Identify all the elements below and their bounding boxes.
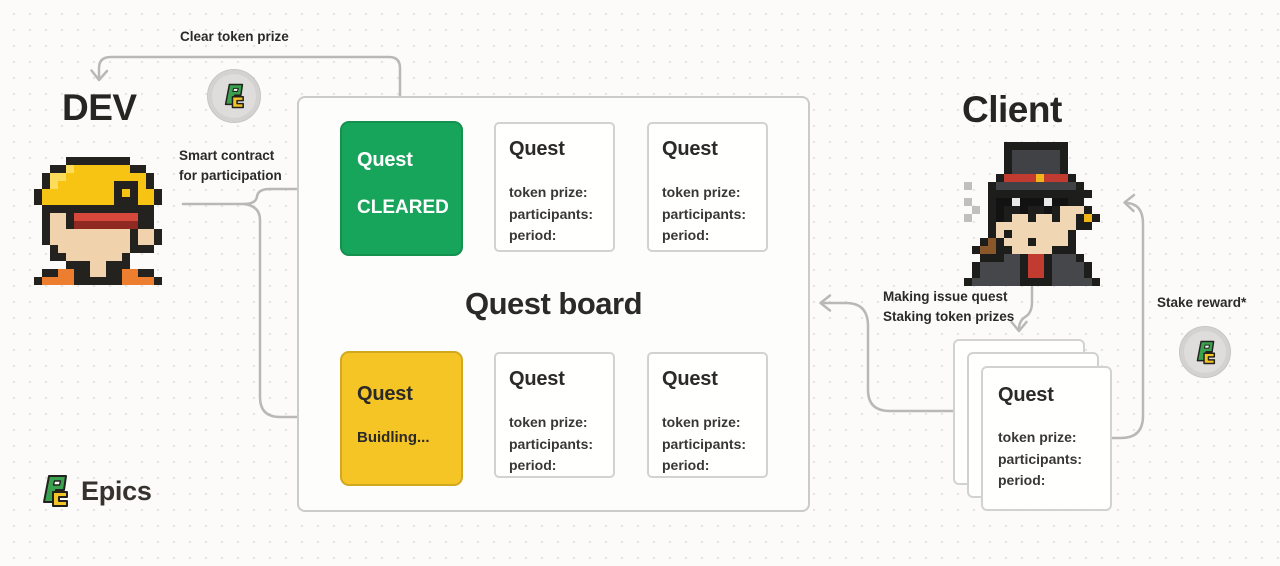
pc-token-icon xyxy=(1196,340,1215,364)
field-token-prize: token prize: xyxy=(662,184,741,200)
brand-footer: Epics xyxy=(40,474,152,508)
field-token-prize: token prize: xyxy=(998,429,1077,445)
field-participants: participants: xyxy=(998,450,1083,467)
quest-card-fields: token prize: participants: period: xyxy=(509,412,600,477)
field-period: period: xyxy=(662,457,710,473)
quest-card-open: Quest token prize: participants: period: xyxy=(494,352,615,478)
quest-card-cleared: Quest CLEARED xyxy=(340,121,463,256)
label-smart-contract-line1: Smart contract xyxy=(179,148,275,163)
field-token-prize: token prize: xyxy=(662,414,741,430)
field-period: period: xyxy=(998,472,1046,488)
field-token-prize: token prize: xyxy=(509,184,588,200)
brand-name: Epics xyxy=(81,475,152,506)
field-period: period: xyxy=(662,227,710,243)
field-period: period: xyxy=(509,227,557,243)
token-coin-right xyxy=(1179,326,1231,378)
quest-card-title: Quest xyxy=(662,138,718,160)
arrow-client-to-stack xyxy=(1010,284,1034,333)
quest-card-title: Quest xyxy=(357,149,413,171)
arrow-stake-reward-to-client xyxy=(1110,193,1145,440)
field-participants: participants: xyxy=(509,205,594,222)
label-clear-token-prize: Clear token prize xyxy=(180,29,289,44)
client-title: Client xyxy=(962,89,1062,130)
label-stake-reward: Stake reward* xyxy=(1157,295,1247,310)
quest-card-status: Buidling... xyxy=(357,429,430,446)
quest-card-fields: token prize: participants: period: xyxy=(662,412,753,477)
quest-card-fields: token prize: participants: period: xyxy=(662,182,753,247)
field-participants: participants: xyxy=(662,435,747,452)
label-smart-contract: Smart contract for participation xyxy=(179,146,282,186)
label-smart-contract-line2: for participation xyxy=(179,168,282,183)
stacked-quest-card-front: Quest token prize: participants: period: xyxy=(981,366,1112,511)
client-avatar xyxy=(964,142,1100,291)
quest-card-title: Quest xyxy=(357,383,413,405)
dev-avatar xyxy=(34,157,162,290)
quest-card-title: Quest xyxy=(998,384,1054,406)
dev-title: DEV xyxy=(62,87,137,128)
quest-card-title: Quest xyxy=(509,138,565,160)
quest-card-fields: token prize: participants: period: xyxy=(998,427,1095,492)
quest-card-open: Quest token prize: participants: period: xyxy=(494,122,615,252)
quest-card-title: Quest xyxy=(509,368,565,390)
quest-card-building: Quest Buidling... xyxy=(340,351,463,486)
token-coin-top xyxy=(207,69,261,123)
field-participants: participants: xyxy=(662,205,747,222)
field-token-prize: token prize: xyxy=(509,414,588,430)
quest-card-open: Quest token prize: participants: period: xyxy=(647,122,768,252)
field-period: period: xyxy=(509,457,557,473)
quest-card-open: Quest token prize: participants: period: xyxy=(647,352,768,478)
quest-card-fields: token prize: participants: period: xyxy=(509,182,600,247)
quest-board-title: Quest board xyxy=(464,286,643,321)
label-making-issue-quest-line1: Making issue quest xyxy=(883,289,1008,304)
quest-card-title: Quest xyxy=(662,368,718,390)
epics-logo-icon xyxy=(43,475,68,507)
pc-token-icon xyxy=(224,83,244,109)
label-staking-token-prizes: Staking token prizes xyxy=(883,309,1015,324)
field-participants: participants: xyxy=(509,435,594,452)
quest-card-status: CLEARED xyxy=(357,197,449,218)
label-making-issue-quest: Making issue quest Staking token prizes xyxy=(883,287,1014,327)
